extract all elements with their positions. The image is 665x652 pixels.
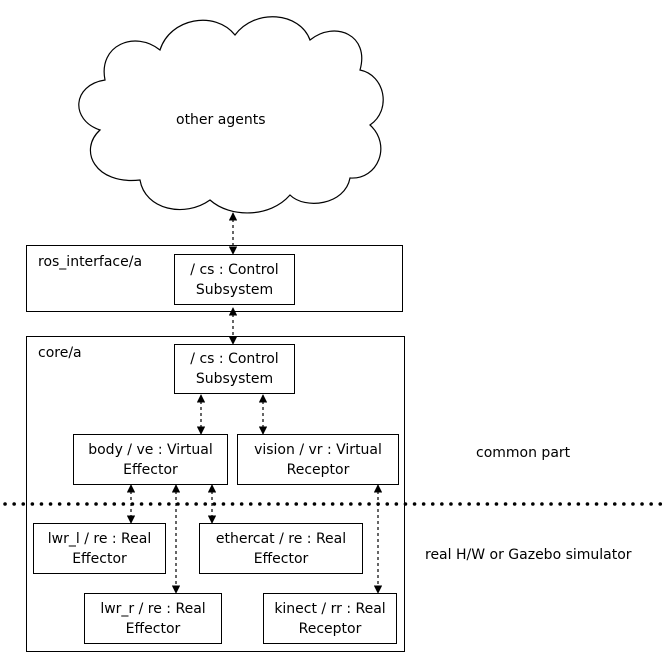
- core-control-subsystem-box: / cs : Control Subsystem: [174, 344, 295, 394]
- kinect-real-receptor-label: kinect / rr : Real Receptor: [274, 600, 386, 637]
- ethercat-real-effector-label: ethercat / re : Real Effector: [215, 530, 347, 567]
- common-part-label: common part: [476, 445, 571, 461]
- vision-virtual-receptor-label: vision / vr : Virtual Receptor: [254, 441, 382, 478]
- vision-virtual-receptor-box: vision / vr : Virtual Receptor: [237, 434, 399, 485]
- ros-control-subsystem-label: / cs : Control Subsystem: [190, 261, 279, 298]
- cloud-label: other agents: [176, 112, 266, 128]
- ethercat-real-effector-box: ethercat / re : Real Effector: [199, 523, 363, 574]
- lwr-r-real-effector-label: lwr_r / re : Real Effector: [100, 600, 206, 637]
- lwr-r-real-effector-box: lwr_r / re : Real Effector: [84, 593, 222, 644]
- ros-interface-label: ros_interface/a: [38, 254, 143, 270]
- body-virtual-effector-label: body / ve : Virtual Effector: [88, 441, 213, 478]
- body-virtual-effector-box: body / ve : Virtual Effector: [73, 434, 228, 485]
- ros-control-subsystem-box: / cs : Control Subsystem: [174, 254, 295, 305]
- lwr-l-real-effector-box: lwr_l / re : Real Effector: [33, 523, 166, 574]
- core-label: core/a: [38, 345, 82, 361]
- kinect-real-receptor-box: kinect / rr : Real Receptor: [263, 593, 397, 644]
- ros-interface-container: [26, 245, 403, 312]
- lwr-l-real-effector-label: lwr_l / re : Real Effector: [47, 530, 152, 567]
- core-control-subsystem-label: / cs : Control Subsystem: [190, 351, 279, 387]
- real-hw-label: real H/W or Gazebo simulator: [425, 547, 632, 563]
- cloud-shape: [78, 16, 384, 214]
